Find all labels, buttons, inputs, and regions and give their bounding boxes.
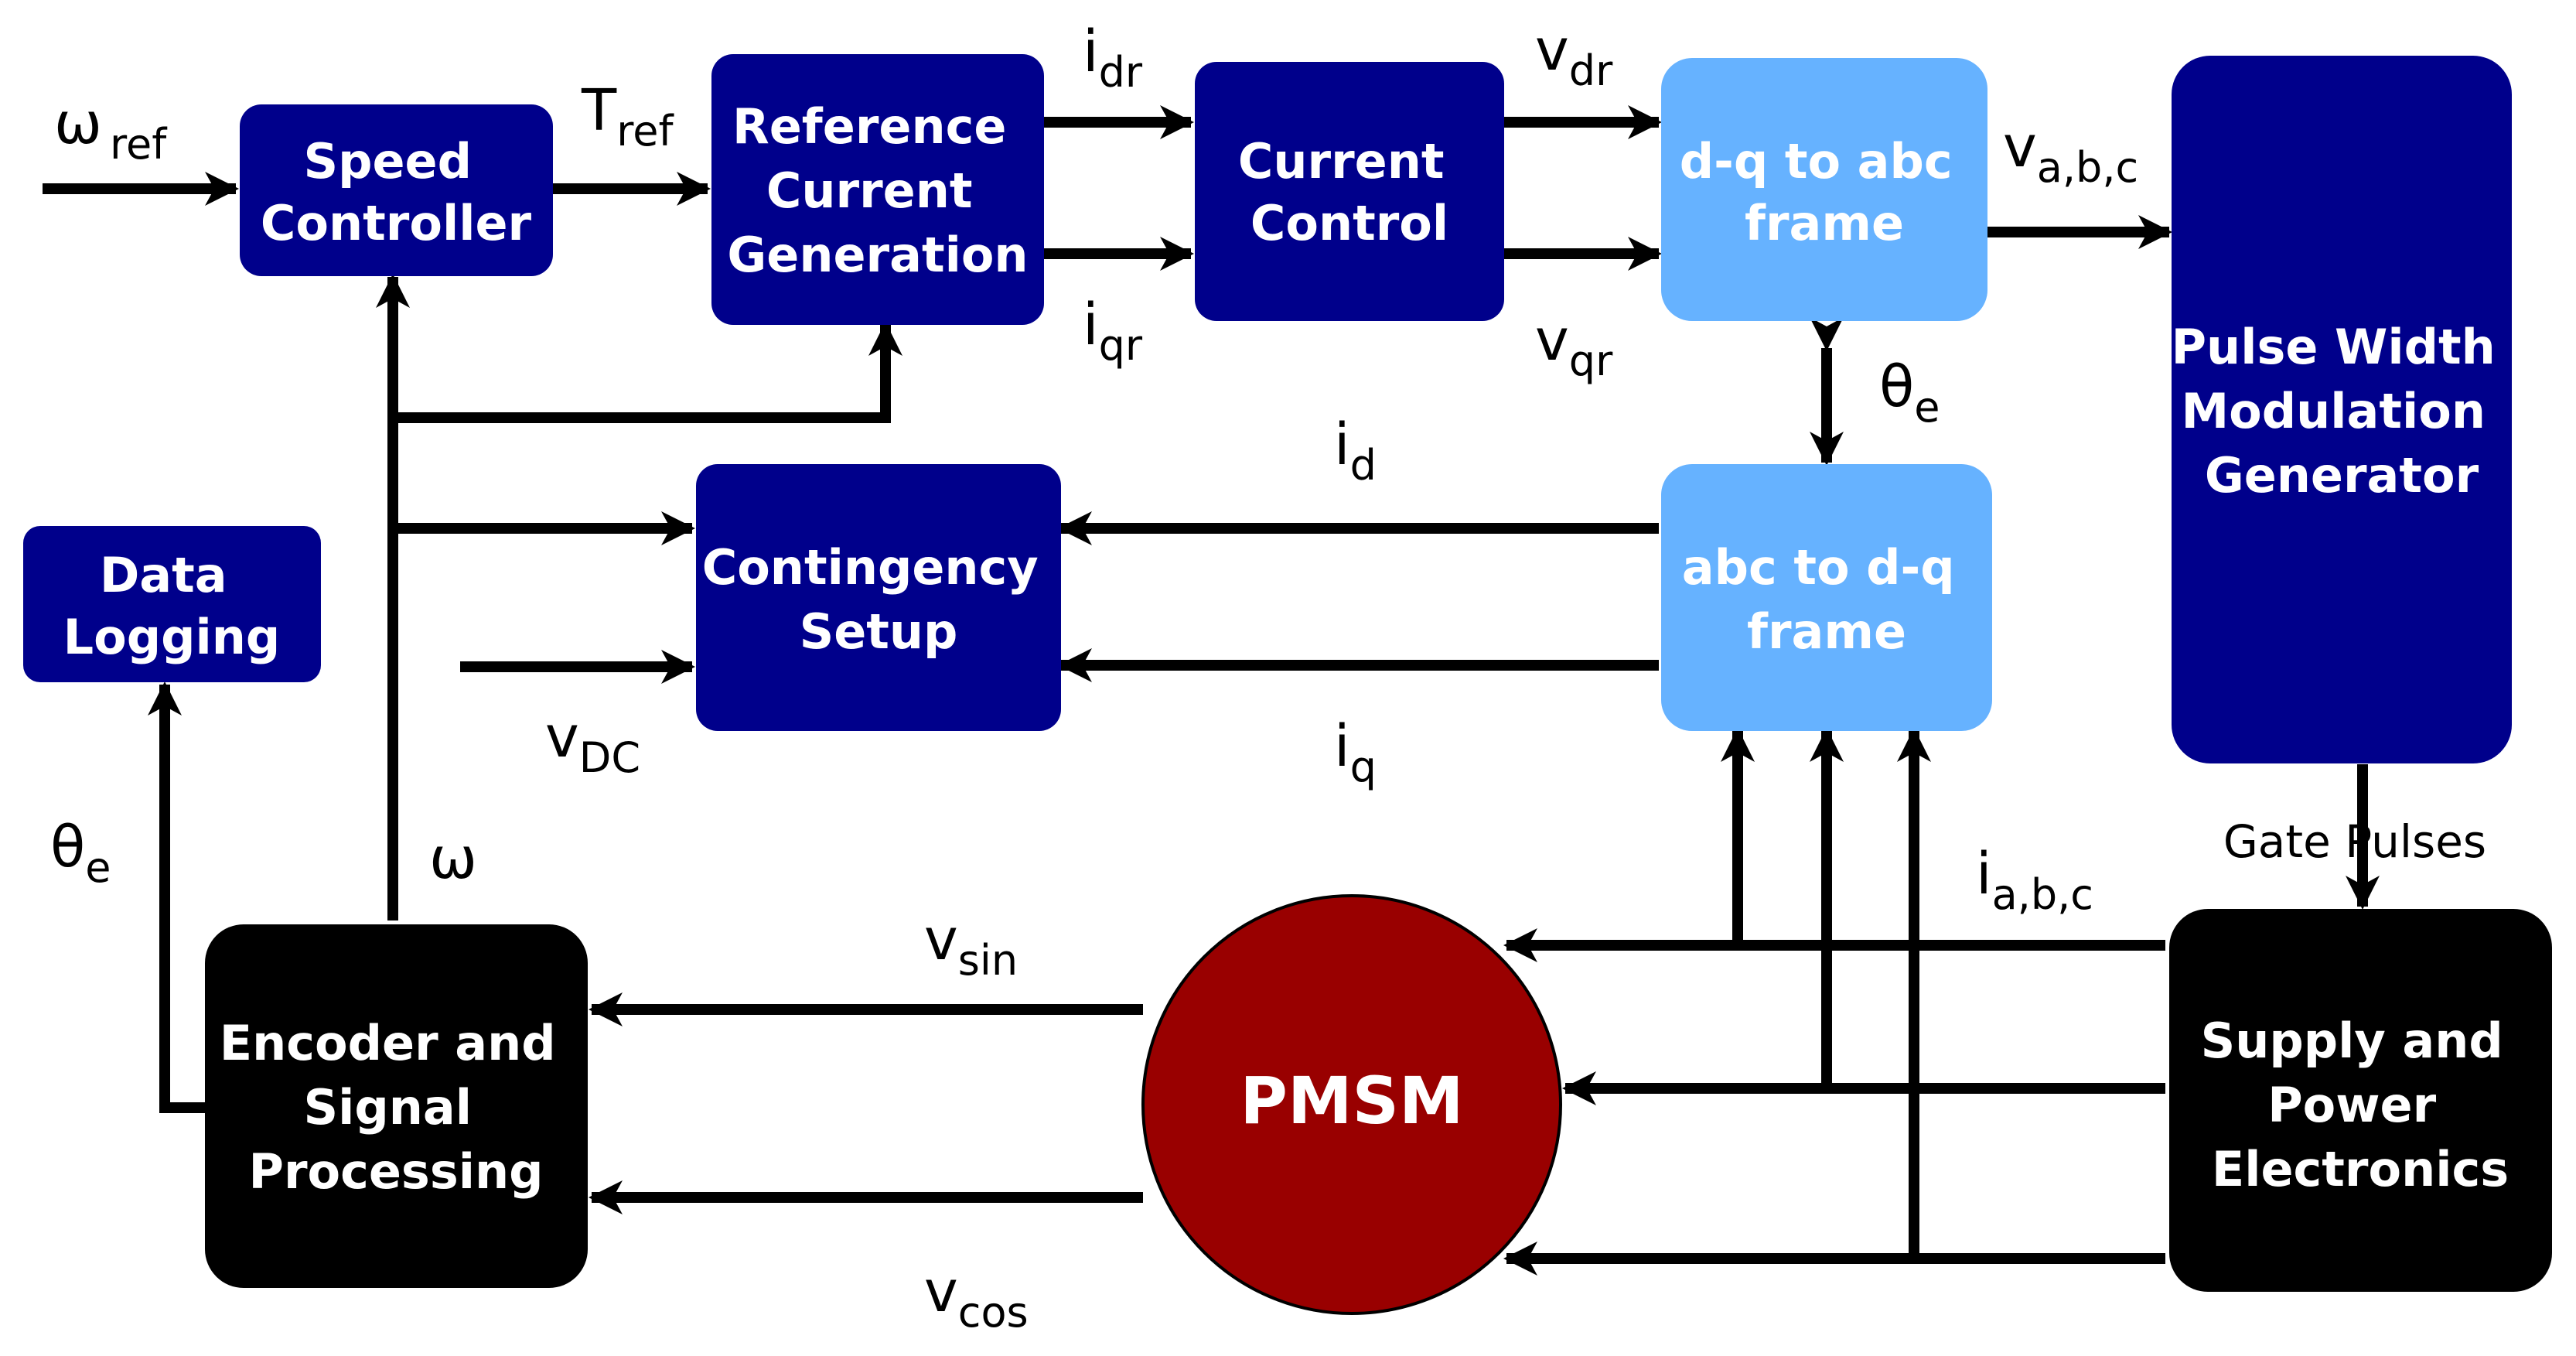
speed-controller-label: Speed Controller — [261, 133, 532, 251]
label-v-abc: va,b,c — [2003, 114, 2138, 192]
encoder-box — [205, 924, 588, 1288]
supply-block[interactable]: Supply and Power Electronics — [2169, 909, 2552, 1292]
data-logging-label: Data Logging — [63, 547, 281, 665]
dq-to-abc-box — [1661, 58, 1987, 321]
current-control-box — [1195, 62, 1504, 321]
data-logging-box — [23, 526, 321, 682]
wire-theta-e-logging — [148, 681, 205, 1113]
reference-current-block[interactable]: Reference Current Generation — [711, 54, 1044, 325]
label-v-dc: vDC — [545, 704, 640, 782]
wires — [43, 105, 2380, 1276]
supply-label: Supply and Power Electronics — [2201, 1013, 2520, 1197]
label-v-dr: vdr — [1535, 17, 1613, 95]
contingency-setup-label: Contingency Setup — [702, 539, 1056, 660]
reference-current-box — [711, 54, 1044, 325]
label-v-qr: vqr — [1535, 307, 1613, 385]
label-i-qr: iqr — [1083, 292, 1143, 370]
dq-to-abc-label: d-q to abc frame — [1680, 133, 1969, 251]
label-i-abc: ia,b,c — [1976, 841, 2093, 919]
pwm-generator-box — [2172, 56, 2512, 763]
reference-current-label: Reference Current Generation — [727, 98, 1028, 283]
supply-box — [2169, 909, 2552, 1292]
pmsm-motor[interactable]: PMSM — [1141, 894, 1562, 1315]
pmsm-circle — [1141, 894, 1562, 1315]
contingency-setup-block[interactable]: Contingency Setup — [696, 464, 1061, 731]
label-i-q: iq — [1334, 713, 1377, 791]
contingency-setup-box — [696, 464, 1061, 731]
label-gate-pulses: Gate Pulses — [2223, 815, 2486, 868]
label-v-sin: vsin — [924, 907, 1018, 985]
label-theta-e-frames: θe — [1879, 354, 1940, 432]
pwm-generator-label: Pulse Width Modulation Generator — [2172, 319, 2513, 504]
dq-to-abc-block[interactable]: d-q to abc frame — [1661, 58, 1987, 321]
label-theta-e-logging: θe — [50, 814, 111, 892]
current-control-label: Current Control — [1238, 133, 1461, 251]
abc-to-dq-label: abc to d-q frame — [1682, 539, 1971, 660]
speed-controller-block[interactable]: Speed Controller — [240, 104, 553, 276]
speed-controller-box — [240, 104, 553, 276]
label-omega: ω — [429, 825, 477, 892]
abc-to-dq-box — [1661, 464, 1992, 731]
data-logging-block[interactable]: Data Logging — [23, 526, 321, 682]
blocks: Speed Controller Reference Current Gener… — [23, 54, 2552, 1315]
label-i-d: id — [1334, 412, 1377, 490]
label-i-dr: idr — [1083, 19, 1143, 97]
label-v-cos: vcos — [924, 1259, 1029, 1337]
abc-to-dq-block[interactable]: abc to d-q frame — [1661, 464, 1992, 731]
pwm-generator-block[interactable]: Pulse Width Modulation Generator — [2172, 56, 2513, 763]
pmsm-label: PMSM — [1240, 1063, 1463, 1139]
current-control-block[interactable]: Current Control — [1195, 62, 1504, 321]
encoder-label: Encoder and Signal Processing — [220, 1015, 572, 1200]
wire-omega-to-reference — [393, 322, 902, 423]
label-t-ref: Tref — [581, 77, 674, 155]
encoder-block[interactable]: Encoder and Signal Processing — [205, 924, 588, 1288]
